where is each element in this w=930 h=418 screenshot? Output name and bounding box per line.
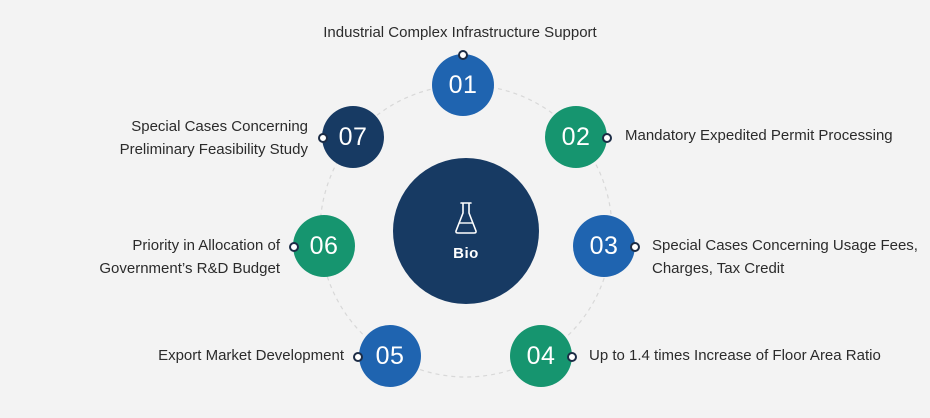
connector-dot <box>567 352 577 362</box>
caption-line: Mandatory Expedited Permit Processing <box>625 127 893 144</box>
caption-03: Special Cases Concerning Usage Fees, Cha… <box>652 234 918 280</box>
node-number: 01 <box>448 70 478 99</box>
node-04: 04 <box>510 325 572 387</box>
node-02: 02 <box>545 106 607 168</box>
center-label: Bio <box>453 244 479 262</box>
caption-line: Industrial Complex Infrastructure Suppor… <box>323 24 597 41</box>
caption-line: Export Market Development <box>158 347 344 364</box>
caption-07: Special Cases Concerning Preliminary Fea… <box>60 115 308 161</box>
node-number: 07 <box>338 122 368 151</box>
flask-icon <box>455 201 477 234</box>
node-number: 06 <box>309 231 339 260</box>
caption-line: Special Cases Concerning Usage Fees, <box>652 237 918 254</box>
connector-dot <box>630 242 640 252</box>
node-01: 01 <box>432 54 494 116</box>
node-06: 06 <box>293 215 355 277</box>
caption-line: Special Cases Concerning <box>131 118 308 135</box>
node-07: 07 <box>322 106 384 168</box>
caption-06: Priority in Allocation of Government’s R… <box>60 234 280 280</box>
node-03: 03 <box>573 215 635 277</box>
connector-dot <box>458 50 468 60</box>
connector-dot <box>289 242 299 252</box>
caption-line: Charges, Tax Credit <box>652 260 785 277</box>
connector-dot <box>353 352 363 362</box>
caption-02: Mandatory Expedited Permit Processing <box>625 124 893 147</box>
caption-04: Up to 1.4 times Increase of Floor Area R… <box>589 344 881 367</box>
node-05: 05 <box>359 325 421 387</box>
connector-dot <box>602 133 612 143</box>
caption-01: Industrial Complex Infrastructure Suppor… <box>305 21 615 44</box>
node-number: 03 <box>589 231 619 260</box>
caption-line: Up to 1.4 times Increase of Floor Area R… <box>589 347 881 364</box>
node-number: 02 <box>561 122 591 151</box>
node-number: 04 <box>526 341 556 370</box>
caption-line: Preliminary Feasibility Study <box>119 141 308 158</box>
connector-dot <box>318 133 328 143</box>
node-number: 05 <box>375 341 405 370</box>
caption-line: Government’s R&D Budget <box>99 260 280 277</box>
center-bio-circle: Bio <box>393 158 539 304</box>
caption-05: Export Market Development <box>110 344 344 367</box>
caption-line: Priority in Allocation of <box>132 237 280 254</box>
